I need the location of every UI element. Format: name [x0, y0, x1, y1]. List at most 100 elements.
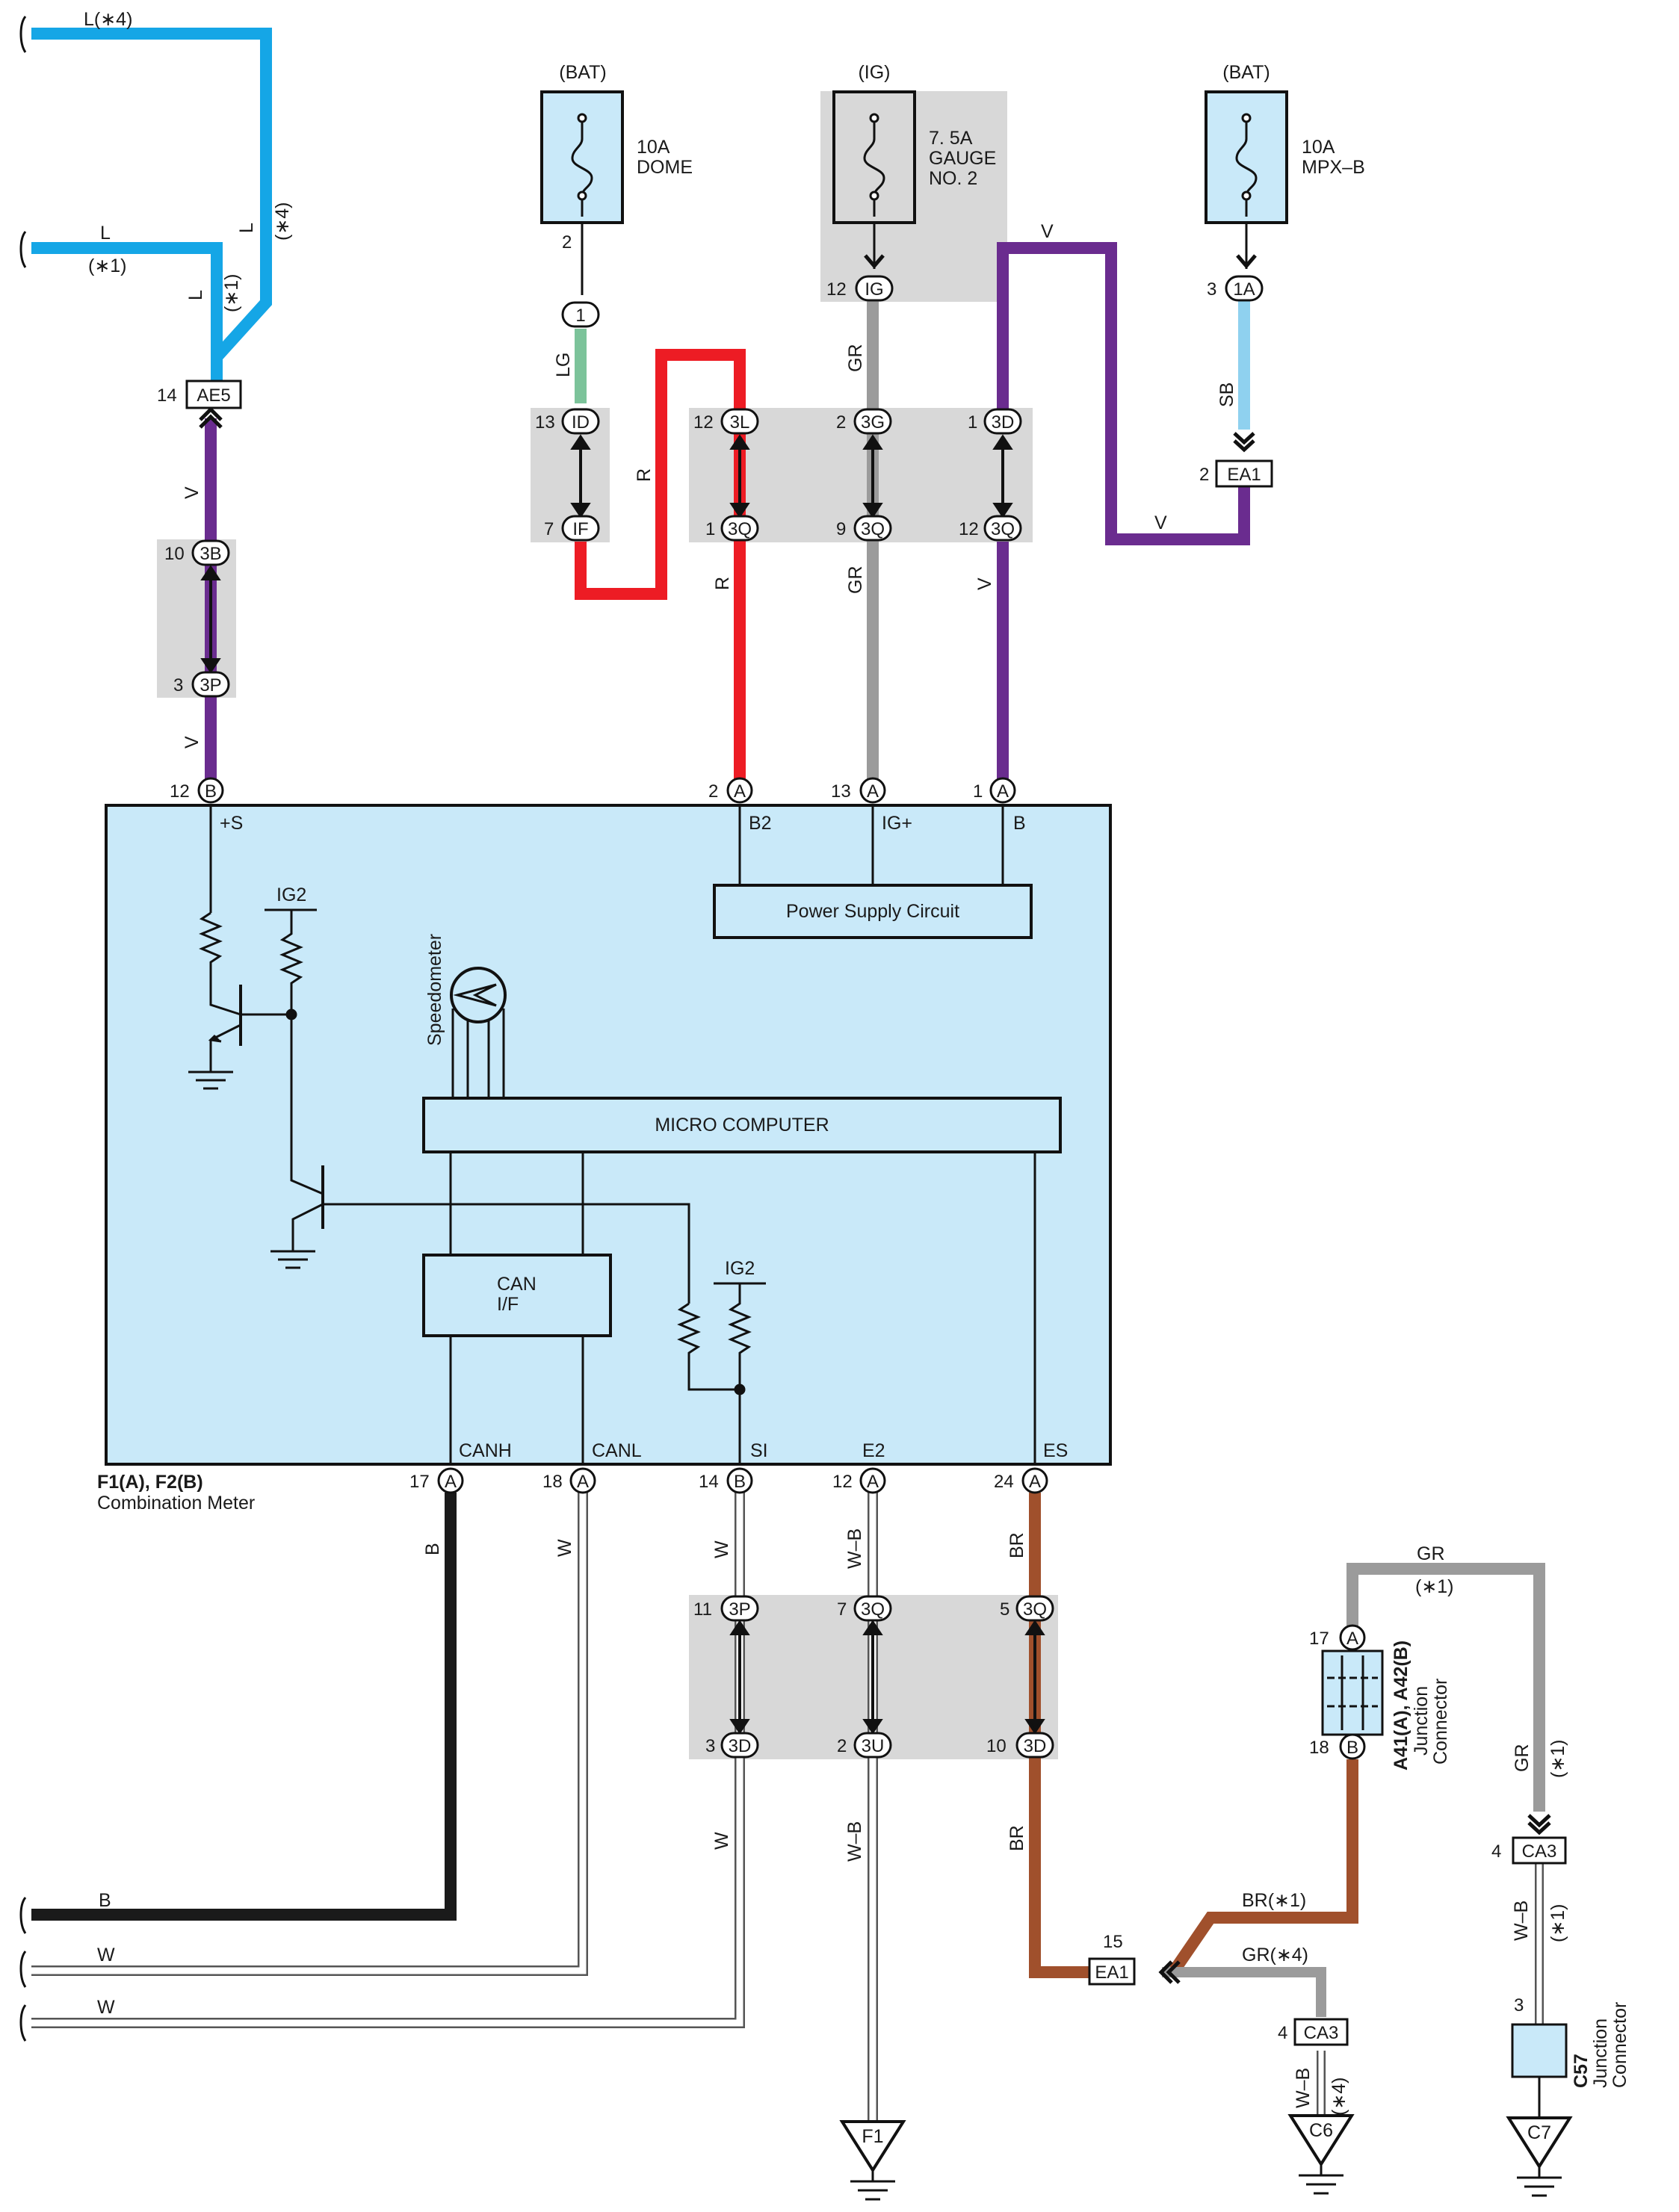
label-b-horiz: B	[99, 1890, 111, 1911]
fuse-dome: (BAT) 10A DOME	[540, 62, 693, 295]
terminal-b2: B2	[749, 813, 772, 834]
conn-b-14: B	[734, 1472, 746, 1492]
fuse-gauge-source: (IG)	[858, 62, 890, 83]
junction-a41-box	[1321, 1649, 1384, 1736]
terminal-b: B	[1013, 813, 1026, 834]
fuse-mpxb-icon	[1235, 118, 1258, 217]
arrows-3p-3d	[729, 1620, 750, 1735]
conn-ca3-c6: CA3	[1304, 2023, 1339, 2043]
label-gr-2: GR	[845, 566, 866, 595]
pin-17-junction: 17	[1309, 1629, 1329, 1649]
chevron-down-icon	[1236, 254, 1257, 269]
power-supply-box	[713, 884, 1033, 939]
terminal-canh: CANH	[459, 1440, 512, 1461]
arrows-3g-3q	[862, 434, 883, 518]
panel-arrows	[200, 434, 1045, 1735]
conn-b-junction: B	[1346, 1738, 1358, 1758]
wire-w-si-outline	[31, 1493, 745, 2028]
fuse-dome-icon	[571, 118, 593, 217]
can-if-box	[422, 1254, 612, 1337]
chevron-up-icon	[199, 406, 223, 429]
terminal-es: ES	[1043, 1440, 1068, 1461]
fuse-dome-source: (BAT)	[559, 62, 606, 83]
wire-br-star1	[1168, 1759, 1358, 1976]
pin-3-3d: 3	[705, 1736, 715, 1756]
fuse-gauge: (IG) 7. 5A GAUGE NO. 2	[832, 62, 996, 269]
ground-c6	[1287, 2114, 1355, 2195]
meter-internals	[188, 805, 1062, 1464]
ground-icon	[1287, 2114, 1355, 2167]
fuse-dome-name: DOME	[637, 157, 693, 178]
pin-10-3b: 10	[164, 544, 185, 564]
can-label: CAN	[497, 1274, 537, 1295]
junction-a41-name2: Connector	[1430, 1679, 1451, 1765]
conn-a-1: A	[997, 781, 1009, 802]
ground-f1	[839, 2120, 906, 2201]
label-w-canl-vert: W	[554, 1539, 575, 1557]
pin-10-3d: 10	[986, 1736, 1007, 1756]
pin-12-b: 12	[170, 781, 190, 802]
pin-3-1a: 3	[1207, 279, 1216, 300]
ground-icon	[839, 2120, 906, 2173]
wire-b	[31, 1493, 457, 1921]
micro-computer-box	[422, 1097, 1062, 1153]
junction-c57-name1: Junction	[1590, 2019, 1611, 2088]
label-wb-star1: W–B	[1511, 1900, 1532, 1941]
pin-2-dome: 2	[562, 232, 572, 253]
label-gr-vert: GR	[1512, 1744, 1533, 1773]
wire-gr-star1	[1346, 1563, 1545, 1812]
conn-b-12: B	[205, 781, 217, 802]
conn-a-12: A	[867, 1472, 879, 1492]
conn-if: IF	[572, 519, 588, 539]
pin-5-3q: 5	[1000, 1599, 1009, 1620]
label-l-vert-star4: (∗4)	[272, 202, 293, 241]
label-l-vert-right: L	[236, 223, 257, 233]
conn-3p: 3P	[200, 675, 221, 695]
wire-v-right	[997, 242, 1250, 545]
ground-c7-label: C7	[1527, 2122, 1551, 2143]
arrows-3b-3p	[200, 565, 221, 674]
meter-labels: +S B2 IG+ B Power Supply Circuit IG2 Spe…	[97, 813, 1068, 1514]
pin-3-3p: 3	[173, 675, 183, 695]
panel-3b-3p	[157, 539, 236, 698]
pin-18-junction: 18	[1309, 1738, 1329, 1758]
conn-3u: 3U	[862, 1736, 885, 1756]
label-l: L	[100, 223, 111, 244]
terminal-e2: E2	[862, 1440, 885, 1461]
wire-w-si	[31, 1493, 743, 2027]
break-w1	[19, 1951, 27, 1988]
arrows-id-if	[570, 434, 591, 518]
speedometer-label: Speedometer	[424, 934, 445, 1046]
pin-14-ae5: 14	[157, 385, 177, 406]
break-l-star4	[19, 16, 27, 53]
speedometer-gauge-icon	[450, 967, 507, 1023]
conn-3q-lower: 3Q	[861, 1599, 885, 1620]
conn-3b: 3B	[200, 544, 221, 564]
conn-ea1-top: EA1	[1227, 465, 1261, 485]
label-br-2: BR	[1007, 1825, 1027, 1851]
pin-2-ea1: 2	[1199, 465, 1209, 485]
conn-3q-br: 3Q	[1023, 1599, 1047, 1620]
label-w-si-vert2: W	[711, 1832, 732, 1850]
fuse-gauge-rating: 7. 5A	[929, 128, 973, 149]
label-w-canl-horiz: W	[97, 1945, 115, 1965]
label-r-2: R	[712, 577, 733, 590]
pin-7-3q: 7	[837, 1599, 847, 1620]
label-v-3: V	[1041, 221, 1054, 242]
fuse-mpxb-source: (BAT)	[1222, 62, 1270, 83]
pin-14-b: 14	[699, 1472, 719, 1492]
label-wb-1: W–B	[844, 1528, 865, 1569]
fuse-mpxb-rating: 10A	[1302, 137, 1335, 158]
conn-ig: IG	[865, 279, 883, 300]
pin-18-a: 18	[542, 1472, 563, 1492]
micro-computer-label: MICRO COMPUTER	[655, 1115, 829, 1136]
break-b	[19, 1897, 27, 1934]
arrows-3d-3q	[992, 434, 1013, 518]
fuse-gauge-name2: NO. 2	[929, 168, 977, 189]
label-v-1: V	[182, 486, 202, 499]
arrows-3q-3u	[862, 1620, 883, 1735]
pin-12-ig: 12	[826, 279, 847, 300]
pin-15-ea1: 15	[1103, 1932, 1123, 1952]
label-wb-2: W–B	[844, 1821, 865, 1862]
label-l-star1: (∗1)	[88, 255, 127, 276]
